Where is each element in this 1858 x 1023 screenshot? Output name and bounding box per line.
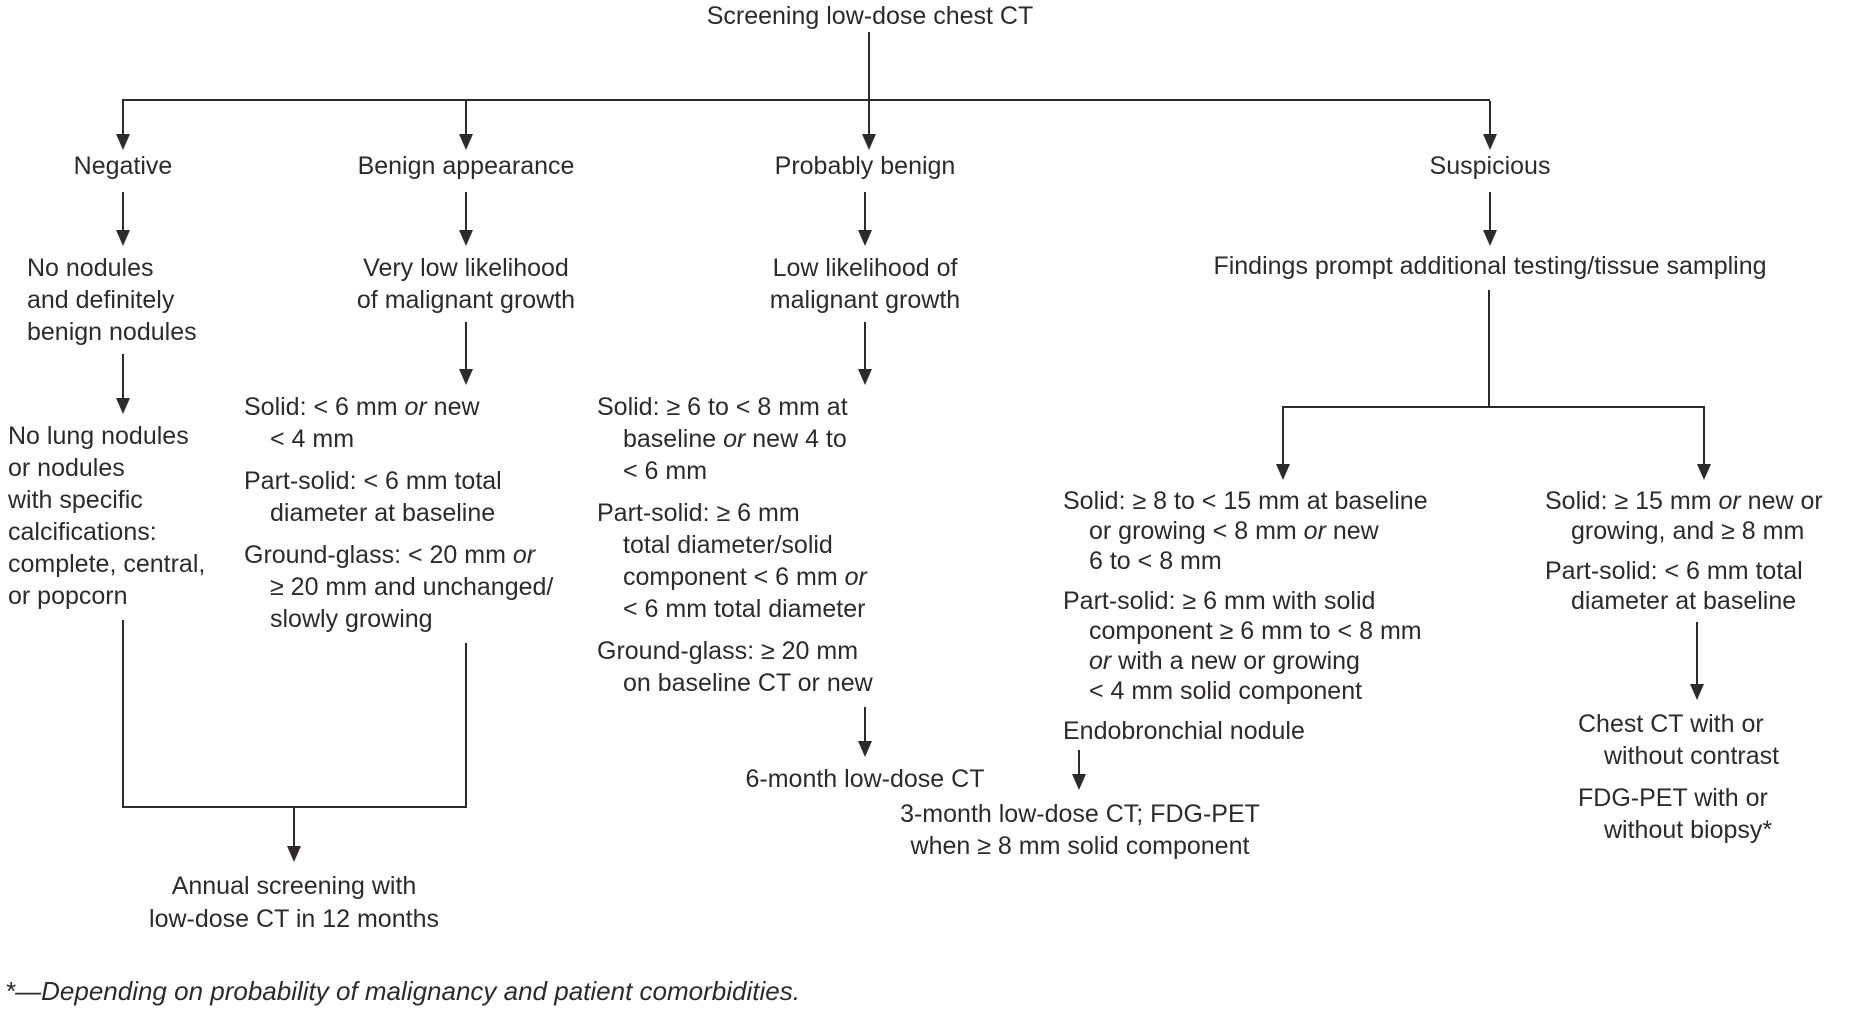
arrow-split-to-negative	[116, 101, 130, 150]
branch-label-benign: Benign appearance	[357, 152, 575, 180]
arrow-probably-benign-to-description	[858, 192, 872, 246]
arrow-suspicious-right-to-outcome	[1690, 622, 1704, 700]
arrow-suspicious-left-to-outcome	[1072, 750, 1086, 790]
arrow-split-to-suspicious	[1483, 101, 1497, 150]
top-split-line	[122, 99, 1490, 101]
arrow-negative-to-description	[116, 192, 130, 246]
arrow-title-to-probably-benign	[862, 32, 876, 150]
arrow-benign-description-to-criteria	[459, 322, 473, 385]
merge-line-annual	[122, 806, 467, 808]
suspicious-split-line	[1282, 406, 1705, 408]
arrow-split-to-benign	[459, 101, 473, 150]
branch-label-probably-benign: Probably benign	[774, 152, 956, 180]
footnote: *—Depending on probability of malignancy…	[5, 976, 800, 1006]
arrow-probably-benign-description-to-criteria	[858, 322, 872, 385]
arrow-suspicious-to-description	[1483, 192, 1497, 246]
branch-label-suspicious: Suspicious	[1429, 152, 1551, 180]
arrow-split-to-suspicious-left	[1276, 408, 1290, 480]
connector-negative-down	[122, 620, 124, 808]
connector-benign-down	[465, 643, 467, 808]
arrow-negative-description-to-criteria	[116, 354, 130, 414]
arrow-merge-to-annual-outcome	[287, 808, 301, 862]
arrow-probably-benign-to-outcome	[858, 707, 872, 757]
arrow-benign-to-description	[459, 192, 473, 246]
connector-suspicious-down	[1488, 290, 1490, 408]
six-month-ct-outcome: 6-month low-dose CT	[745, 765, 985, 793]
suspicious-description: Findings prompt additional testing/tissu…	[1213, 252, 1767, 280]
branch-label-negative: Negative	[73, 152, 173, 180]
arrow-split-to-suspicious-right	[1697, 408, 1711, 480]
chart-title: Screening low-dose chest CT	[706, 2, 1034, 30]
